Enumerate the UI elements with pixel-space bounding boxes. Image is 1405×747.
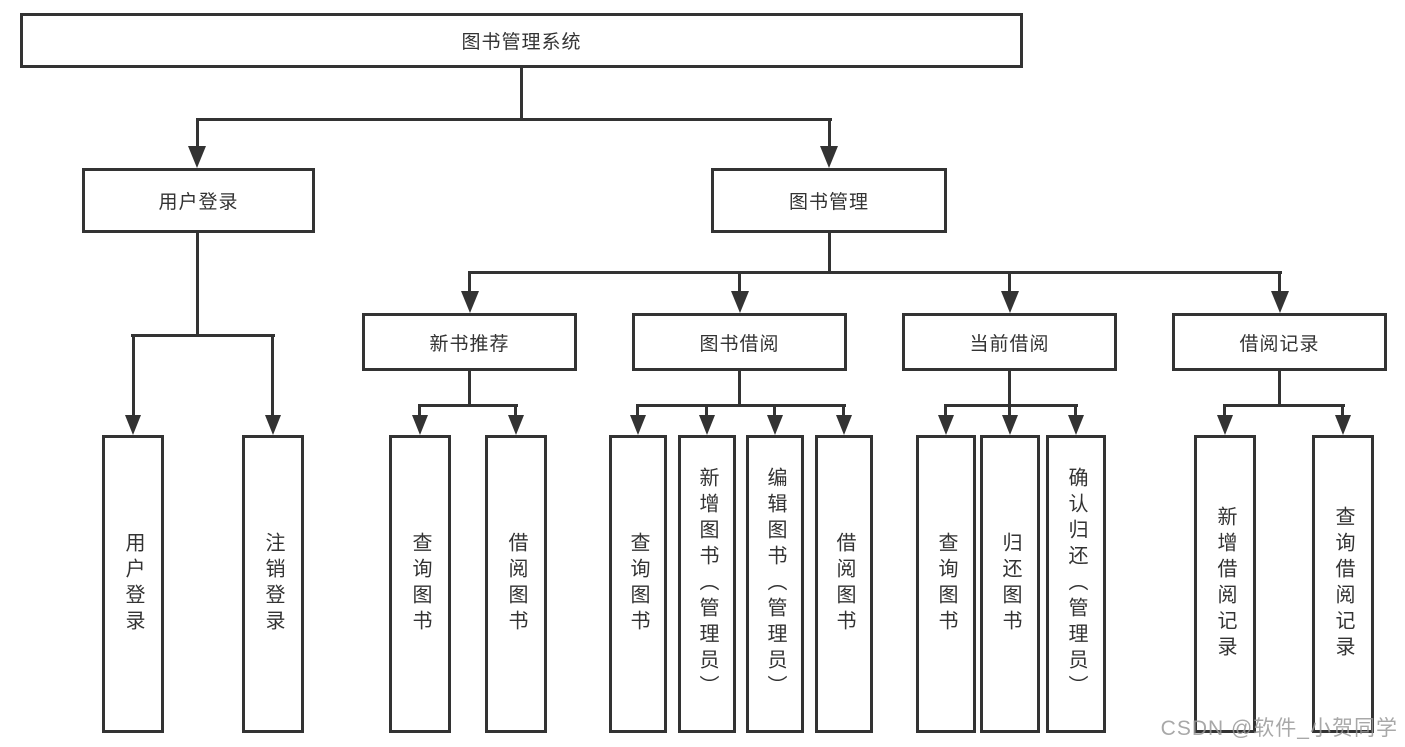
node-label: 借阅记录 (1239, 333, 1320, 355)
node-label: 图书借阅 (699, 333, 780, 355)
connector-line (271, 337, 274, 417)
connector-line (944, 407, 947, 417)
leaf-query-books: 查询图书 (389, 435, 451, 733)
leaf-logout: 注销登录 (242, 435, 304, 733)
csdn-watermark: CSDN @软件_小贺同学 (1160, 717, 1398, 740)
connector-line (828, 121, 831, 147)
connector-line (1074, 407, 1077, 417)
arrow-down-icon (265, 415, 281, 435)
connector-line (520, 68, 523, 118)
leaf-label: 确认归还（管理员） (1065, 467, 1087, 701)
connector-line (468, 271, 1282, 274)
leaf-label: 借阅图书 (833, 532, 855, 636)
leaf-borrow-books: 借阅图书 (815, 435, 873, 733)
connector-line (196, 233, 199, 334)
connector-line (842, 407, 845, 417)
arrow-down-icon (508, 415, 524, 435)
arrow-down-icon (1068, 415, 1084, 435)
leaf-confirm-return-admin: 确认归还（管理员） (1046, 435, 1106, 733)
node-label: 当前借阅 (969, 333, 1050, 355)
arrow-down-icon (1335, 415, 1351, 435)
leaf-label: 编辑图书（管理员） (764, 467, 786, 701)
connector-line (418, 404, 518, 407)
leaf-borrow-books: 借阅图书 (485, 435, 547, 733)
connector-line (1223, 407, 1226, 417)
arrow-down-icon (1002, 415, 1018, 435)
connector-line (1278, 274, 1281, 293)
node-new-book-recommend: 新书推荐 (362, 313, 577, 371)
leaf-label: 借阅图书 (505, 532, 527, 636)
connector-line (1223, 404, 1345, 407)
leaf-label: 新增图书（管理员） (696, 467, 718, 701)
connector-line (705, 407, 708, 417)
connector-line (1008, 274, 1011, 293)
arrow-down-icon (836, 415, 852, 435)
connector-line (418, 407, 421, 417)
arrow-down-icon (767, 415, 783, 435)
leaf-user-login: 用户登录 (102, 435, 164, 733)
node-book-management: 图书管理 (711, 168, 947, 233)
leaf-label: 用户登录 (122, 532, 144, 636)
leaf-label: 查询借阅记录 (1332, 506, 1354, 662)
arrow-down-icon (188, 146, 206, 168)
connector-line (636, 407, 639, 417)
connector-line (196, 121, 199, 147)
arrow-down-icon (1217, 415, 1233, 435)
arrow-down-icon (1001, 291, 1019, 313)
connector-line (828, 233, 831, 271)
node-label: 新书推荐 (429, 333, 510, 355)
arrow-down-icon (461, 291, 479, 313)
arrow-down-icon (412, 415, 428, 435)
arrow-down-icon (125, 415, 141, 435)
connector-line (738, 274, 741, 293)
node-label: 用户登录 (158, 192, 239, 213)
connector-line (514, 407, 517, 417)
node-root-system: 图书管理系统 (20, 13, 1023, 68)
connector-line (1341, 407, 1344, 417)
node-current-borrow: 当前借阅 (902, 313, 1117, 371)
connector-line (468, 274, 471, 293)
node-book-borrow: 图书借阅 (632, 313, 847, 371)
connector-line (196, 118, 832, 121)
leaf-add-books-admin: 新增图书（管理员） (678, 435, 736, 733)
arrow-down-icon (1271, 291, 1289, 313)
leaf-edit-books-admin: 编辑图书（管理员） (746, 435, 804, 733)
connector-line (468, 371, 471, 404)
connector-line (1008, 371, 1011, 404)
leaf-add-borrow-record: 新增借阅记录 (1194, 435, 1256, 733)
arrow-down-icon (938, 415, 954, 435)
connector-line (132, 337, 135, 417)
node-label: 图书管理 (788, 192, 869, 213)
leaf-label: 查询图书 (935, 532, 957, 636)
leaf-label: 归还图书 (999, 532, 1021, 636)
connector-line (944, 404, 1078, 407)
node-user-login: 用户登录 (82, 168, 315, 233)
connector-line (738, 371, 741, 404)
arrow-down-icon (630, 415, 646, 435)
node-borrow-records: 借阅记录 (1172, 313, 1387, 371)
leaf-label: 查询图书 (627, 532, 649, 636)
node-label: 图书管理系统 (461, 32, 582, 53)
leaf-query-books: 查询图书 (916, 435, 976, 733)
connector-line (1278, 371, 1281, 404)
leaf-query-borrow-record: 查询借阅记录 (1312, 435, 1374, 733)
connector-line (1008, 407, 1011, 417)
leaf-label: 新增借阅记录 (1214, 506, 1236, 662)
arrow-down-icon (699, 415, 715, 435)
leaf-query-books: 查询图书 (609, 435, 667, 733)
connector-line (636, 404, 846, 407)
leaf-label: 查询图书 (409, 532, 431, 636)
connector-line (773, 407, 776, 417)
leaf-return-books: 归还图书 (980, 435, 1040, 733)
connector-line (131, 334, 275, 337)
arrow-down-icon (731, 291, 749, 313)
arrow-down-icon (820, 146, 838, 168)
leaf-label: 注销登录 (262, 532, 284, 636)
